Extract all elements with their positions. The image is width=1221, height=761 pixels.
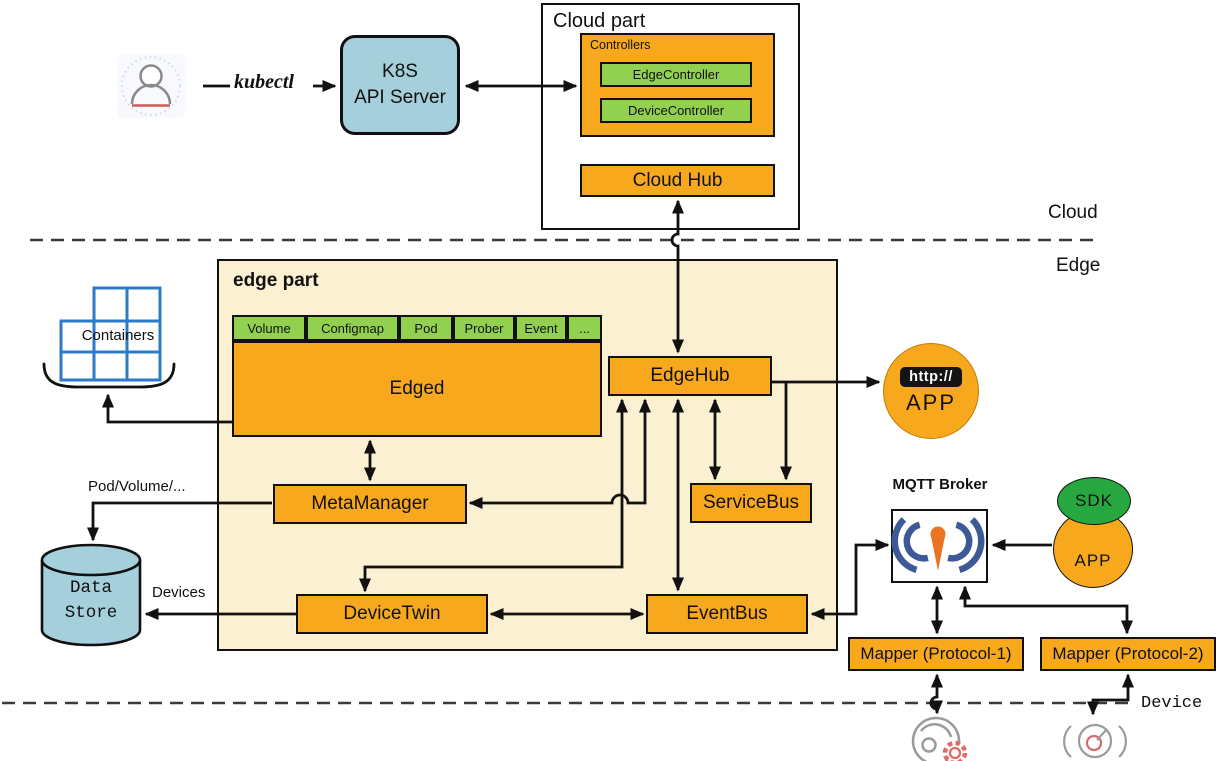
device1-icon: [911, 716, 968, 761]
k8s-api-server-box: K8S API Server: [340, 35, 460, 135]
arrow-edged-containers: [102, 393, 232, 424]
arrow-mapper1-device1: [929, 673, 943, 715]
mapper-protocol1-box: Mapper (Protocol-1): [848, 637, 1024, 671]
cloud-part-title: Cloud part: [553, 10, 646, 32]
arrow-mapper2-device2: [1087, 673, 1134, 716]
tab-more: ...: [567, 315, 602, 341]
http-app-circle: http:// APP: [883, 343, 979, 439]
device-controller-box: DeviceController: [600, 98, 752, 123]
http-badge: http://: [900, 366, 962, 387]
region-label-cloud: Cloud: [1048, 202, 1098, 223]
tab-configmap: Configmap: [306, 315, 399, 341]
k8s-label-line1: K8S: [382, 61, 418, 83]
mapper-protocol2-box: Mapper (Protocol-2): [1040, 637, 1216, 671]
device2-icon: [1063, 723, 1127, 759]
tab-prober: Prober: [453, 315, 515, 341]
edgehub-box: EdgeHub: [608, 356, 772, 396]
sdk-ellipse: SDK: [1057, 477, 1131, 525]
k8s-label-line2: API Server: [354, 87, 446, 108]
mqtt-broker-label: MQTT Broker: [892, 476, 988, 493]
eventbus-box: EventBus: [646, 594, 808, 634]
data-store-line2: Store: [64, 602, 118, 623]
sdk-label: SDK: [1075, 491, 1113, 510]
edged-box: Edged: [232, 341, 602, 437]
tab-pod: Pod: [399, 315, 453, 341]
cloud-hub-box: Cloud Hub: [580, 164, 775, 197]
http-app-label: APP: [905, 389, 957, 415]
data-store-label: Data Store: [42, 576, 140, 625]
kubectl-label: kubectl: [234, 71, 294, 93]
edge-controller-box: EdgeController: [600, 62, 752, 87]
user-icon-card: [118, 54, 185, 118]
containers-bracket: [42, 362, 176, 389]
devices-label: Devices: [152, 584, 206, 601]
pod-volume-label: Pod/Volume/...: [88, 478, 186, 495]
tab-event: Event: [515, 315, 567, 341]
metamanager-box: MetaManager: [273, 484, 467, 524]
arrow-mqttbroker-mapper2: [959, 585, 1133, 635]
containers-label: Containers: [81, 327, 155, 344]
mqtt-broker-box: [891, 509, 988, 583]
region-label-edge: Edge: [1056, 255, 1101, 276]
sdk-app-label: APP: [1074, 551, 1112, 570]
devicetwin-box: DeviceTwin: [296, 594, 488, 634]
servicebus-box: ServiceBus: [690, 483, 812, 523]
data-store-line1: Data: [69, 578, 112, 598]
region-label-device: Device: [1141, 694, 1203, 713]
controllers-title: Controllers: [590, 38, 651, 52]
tab-volume: Volume: [232, 315, 306, 341]
edge-part-title: edge part: [233, 270, 319, 291]
